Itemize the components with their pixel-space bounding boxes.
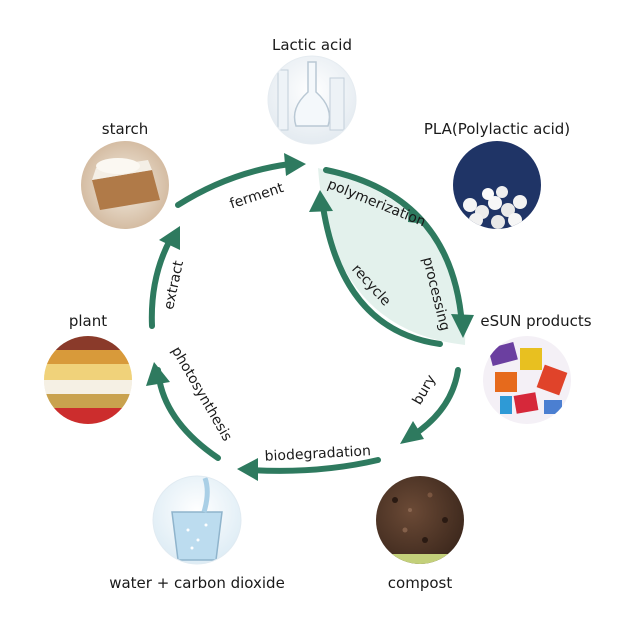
- pla-label: PLA(Polylactic acid): [424, 120, 570, 138]
- compost-image: [376, 476, 464, 564]
- node-plant: plant: [44, 312, 132, 424]
- photosynthesis-arrowhead: [146, 362, 170, 386]
- biodegradation-arrowhead: [237, 458, 258, 481]
- starch-image: [81, 141, 169, 229]
- ferment-label: ferment: [228, 180, 286, 213]
- bury-arrow: [409, 367, 461, 439]
- biodegradation-arrow: [247, 457, 381, 474]
- photosynthesis-label: photosynthesis: [168, 344, 235, 444]
- polymerization-arrowhead: [408, 208, 426, 224]
- water-carbon-dioxide-label: water + carbon dioxide: [109, 574, 285, 592]
- plant-image: [44, 336, 132, 424]
- node-water-carbon-dioxide: water + carbon dioxide: [109, 475, 285, 592]
- ferment-arrowhead: [284, 153, 306, 176]
- recycle-lens: [318, 168, 466, 345]
- starch-label: starch: [102, 120, 148, 138]
- recycle-arrow: [319, 197, 443, 347]
- processing-arrowhead: [451, 314, 474, 338]
- compost-label: compost: [388, 574, 453, 592]
- extract-arrow: [148, 237, 173, 329]
- recycle-arrowhead: [309, 190, 333, 212]
- water-glass-image: [153, 476, 241, 564]
- ferment-arrow: [175, 161, 293, 208]
- esun-products-image: [483, 336, 571, 424]
- extract-label: extract: [161, 259, 187, 311]
- biodegradation-label: biodegradation: [264, 443, 371, 465]
- node-esun-products: eSUN products: [480, 312, 592, 424]
- pla-image: [453, 141, 541, 229]
- node-lactic-acid: Lactic acid: [267, 36, 357, 145]
- lactic-acid-label: Lactic acid: [272, 36, 352, 54]
- node-compost: compost: [376, 476, 464, 592]
- extract-arrowhead: [159, 226, 180, 250]
- node-starch: starch: [81, 120, 169, 229]
- bury-label: bury: [410, 372, 440, 408]
- node-pla: PLA(Polylactic acid): [424, 120, 570, 229]
- esun-products-label: eSUN products: [480, 312, 591, 330]
- bury-arrowhead: [400, 421, 424, 444]
- plant-label: plant: [69, 312, 107, 330]
- lactic-acid-image: [268, 56, 356, 144]
